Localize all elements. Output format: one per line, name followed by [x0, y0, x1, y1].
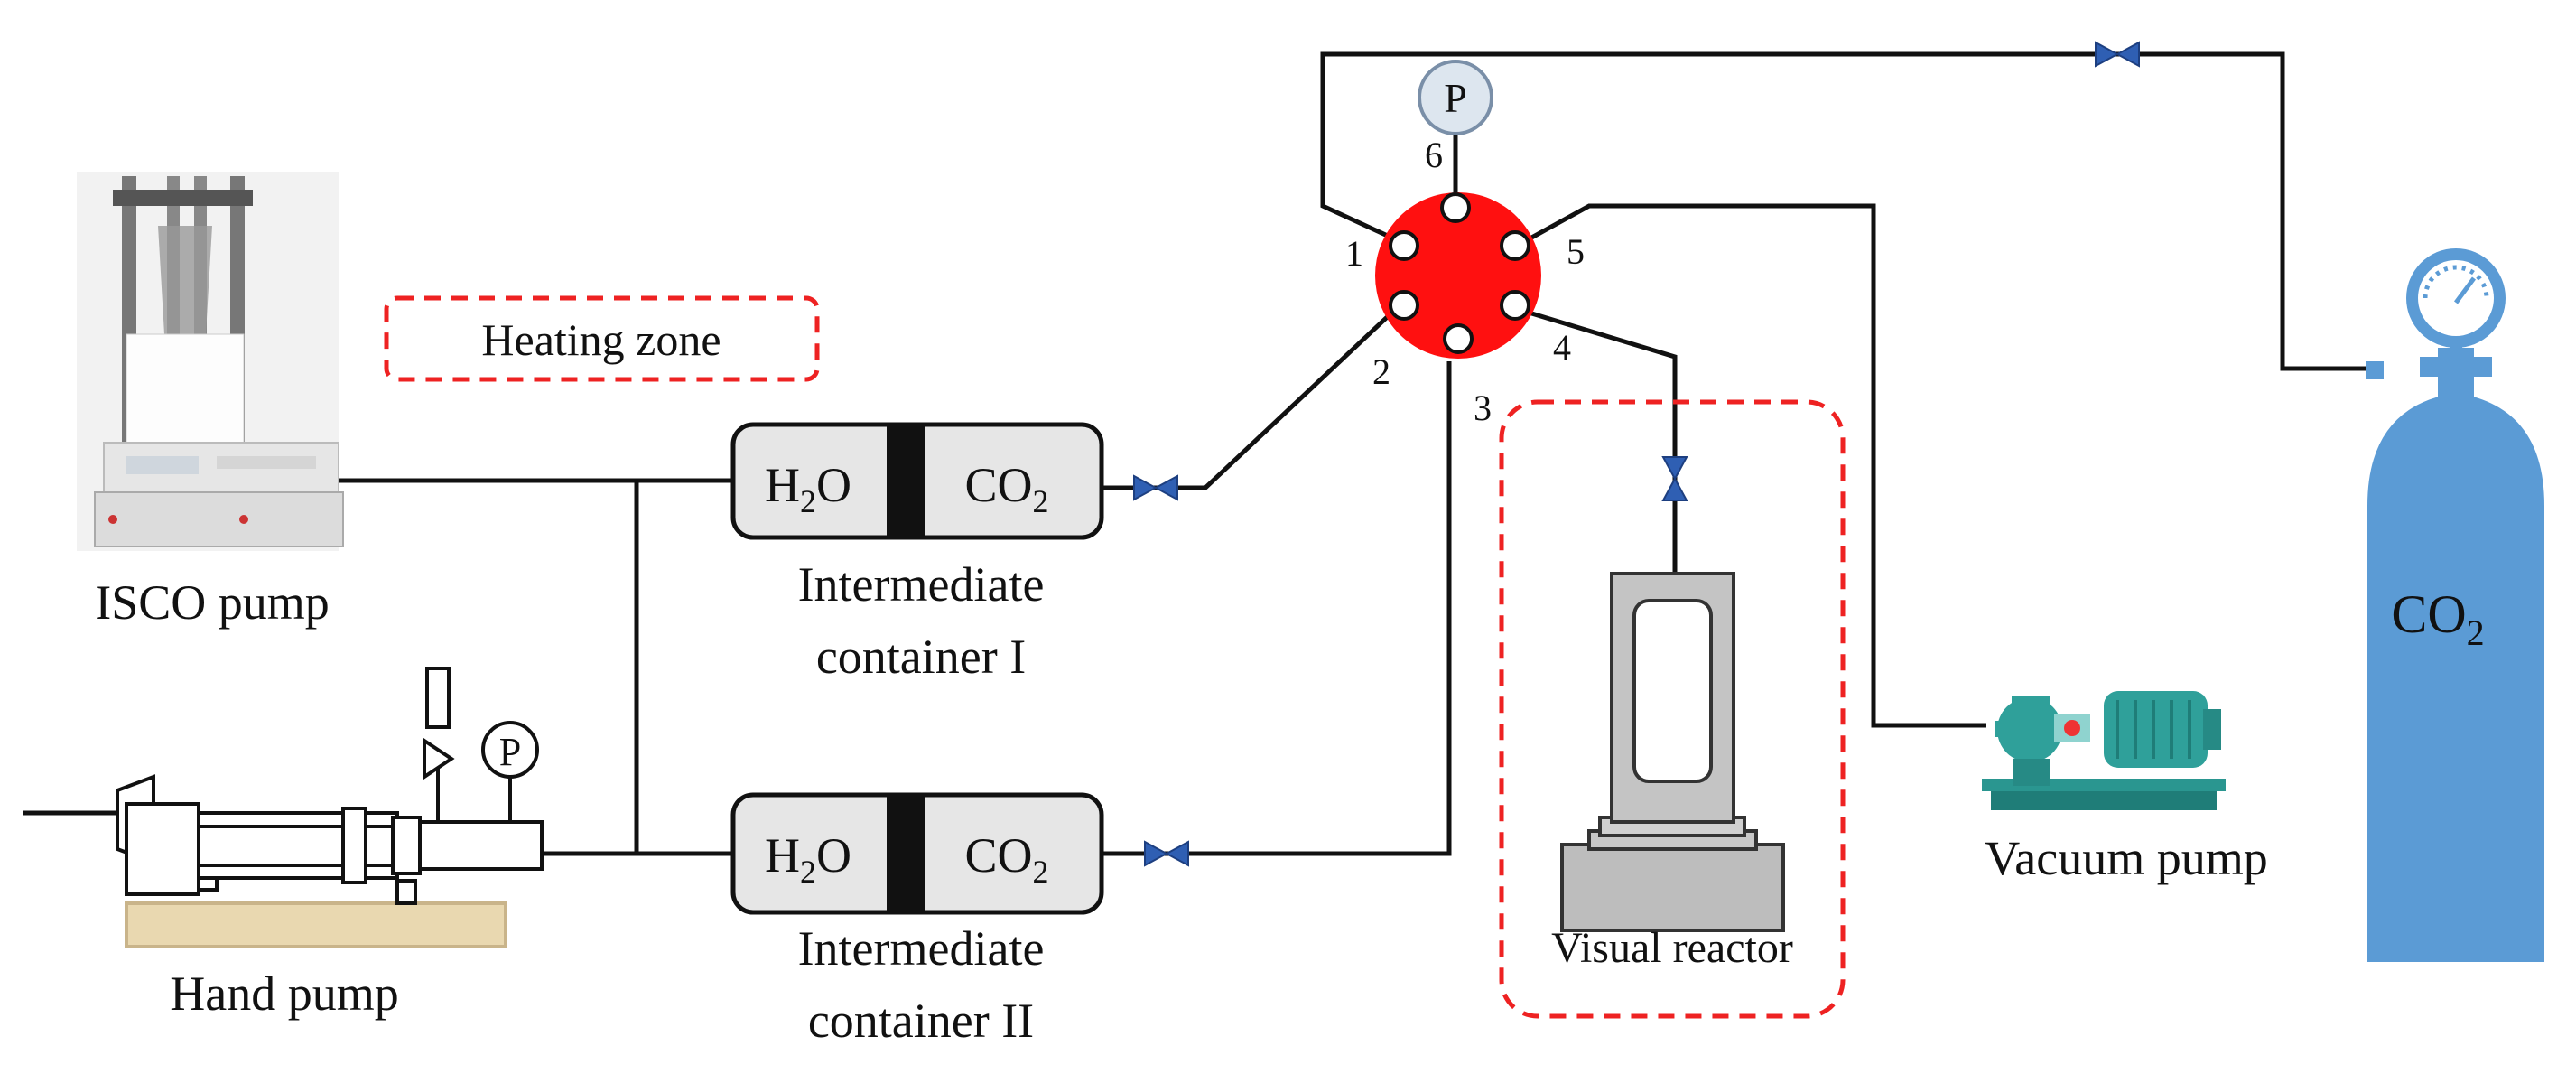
- container1-label-line2: container I: [816, 630, 1026, 684]
- port-3[interactable]: [1443, 323, 1474, 354]
- pipe-container2-to-port3: [1102, 361, 1452, 856]
- gas-cylinder-icon[interactable]: [2366, 248, 2544, 962]
- valve-icon[interactable]: [1133, 474, 1178, 501]
- hand-pump-label: Hand pump: [170, 967, 398, 1021]
- port-label-5: 5: [1567, 231, 1585, 272]
- vacuum-pump-icon[interactable]: [1982, 691, 2226, 810]
- valve-icon[interactable]: [1661, 456, 1688, 501]
- visual-reactor-label: Visual reactor: [1551, 924, 1793, 972]
- port-label-2: 2: [1372, 351, 1390, 392]
- heating-zone-label: Heating zone: [481, 314, 721, 365]
- heating-zone-label-box: Heating zone: [384, 295, 820, 382]
- valve-icon[interactable]: [1144, 840, 1189, 867]
- manifold-pressure-gauge: P: [1418, 60, 1493, 135]
- cylinder-co2-label: CO2: [2391, 584, 2484, 653]
- port-label-6: 6: [1425, 135, 1443, 175]
- port-5[interactable]: [1500, 230, 1530, 261]
- port-4[interactable]: [1500, 290, 1530, 321]
- port-2[interactable]: [1389, 290, 1419, 321]
- intermediate-container-1[interactable]: H2O CO2: [730, 422, 1104, 540]
- six-port-manifold[interactable]: [1375, 192, 1541, 359]
- hand-pump-icon[interactable]: [116, 667, 544, 948]
- pipe-port5-to-vacuum: [1515, 203, 1986, 728]
- port-label-1: 1: [1345, 233, 1363, 274]
- pipe-container1-to-port2: [1102, 305, 1400, 490]
- container1-co2-label: CO2: [964, 458, 1048, 519]
- manifold-gauge-label: P: [1444, 75, 1467, 121]
- container2-label-line2: container II: [808, 994, 1034, 1048]
- container2-h2o-label: H2O: [765, 828, 851, 890]
- valves: [1133, 41, 2140, 867]
- pressure-gauge-icon: P: [481, 721, 539, 779]
- pipe-port4-to-reactor: [1516, 306, 1678, 578]
- container1-label-line1: Intermediate: [798, 557, 1045, 612]
- port-label-4: 4: [1553, 327, 1571, 368]
- intermediate-container-2[interactable]: H2O CO2: [730, 792, 1104, 915]
- port-number-labels: 6 1 5 2 4 3: [1345, 135, 1585, 428]
- reactor-heating-zone-box: [1499, 399, 1846, 1019]
- container1-h2o-label: H2O: [765, 458, 851, 519]
- valve-icon[interactable]: [2095, 41, 2140, 68]
- pipe-port1-to-cylinder: [1320, 51, 2370, 371]
- port-label-3: 3: [1474, 388, 1492, 428]
- visual-reactor-icon[interactable]: [1560, 572, 1785, 932]
- isco-pump-icon[interactable]: [77, 172, 344, 551]
- isco-pump-label: ISCO pump: [95, 575, 330, 630]
- pressure-gauge-label: P: [499, 730, 521, 774]
- port-1[interactable]: [1389, 230, 1419, 261]
- container2-co2-label: CO2: [964, 828, 1048, 890]
- vacuum-pump-label: Vacuum pump: [1985, 831, 2267, 885]
- port-6[interactable]: [1440, 192, 1471, 223]
- container2-label-line1: Intermediate: [798, 921, 1045, 976]
